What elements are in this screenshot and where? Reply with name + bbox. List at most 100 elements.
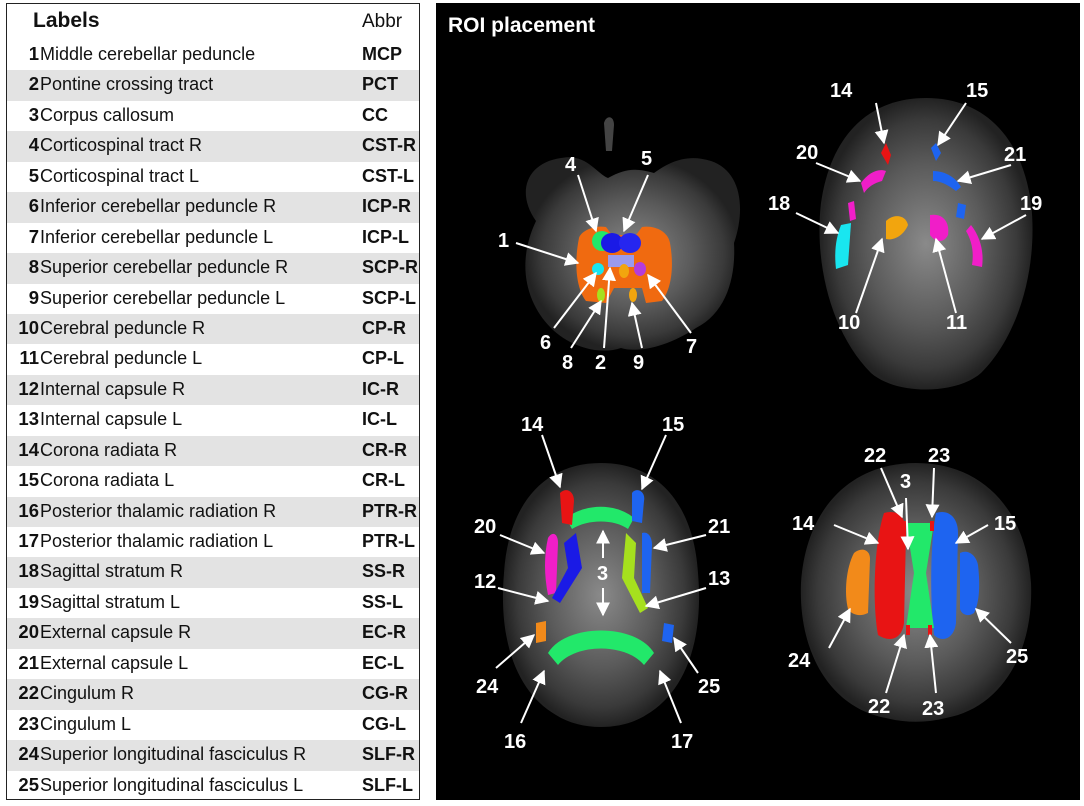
header-abbr: Abbr xyxy=(362,11,403,32)
row-number: 4 xyxy=(28,134,39,156)
callout-25b: 25 xyxy=(1006,646,1028,668)
row-abbr: ICP-R xyxy=(362,196,411,217)
row-number: 22 xyxy=(18,682,39,704)
row-abbr: PTR-R xyxy=(362,500,417,521)
row-abbr: CST-L xyxy=(362,165,414,186)
row-label: Corona radiata L xyxy=(40,470,175,491)
row-abbr: CR-R xyxy=(362,439,407,460)
row-label: Superior cerebellar peduncle L xyxy=(40,287,286,308)
row-label: Cingulum L xyxy=(40,713,132,734)
row-abbr: SCP-R xyxy=(362,257,419,278)
row-number: 19 xyxy=(18,590,39,612)
callout-15c: 15 xyxy=(994,513,1016,535)
callout-8: 8 xyxy=(562,352,573,374)
roi-ec-l xyxy=(933,171,961,191)
callout-18: 18 xyxy=(768,193,790,215)
row-label: Superior longitudinal fasciculus R xyxy=(40,744,307,765)
table-header: Labels Abbr xyxy=(7,4,419,40)
row-number: 12 xyxy=(18,377,39,399)
callout-13: 13 xyxy=(708,568,730,590)
roi-ss-r xyxy=(835,223,851,269)
row-label: Cerebral peduncle L xyxy=(40,348,203,369)
row-number: 2 xyxy=(28,73,39,95)
row-number: 1 xyxy=(28,43,39,64)
row-abbr: IC-R xyxy=(362,378,399,399)
brain-fragment xyxy=(604,117,614,151)
roi-title: ROI placement xyxy=(448,14,596,37)
roi-ic-r xyxy=(552,533,582,603)
row-abbr: ICP-L xyxy=(362,226,409,247)
row-label: Superior longitudinal fasciculus L xyxy=(40,774,304,795)
roi-cp-r xyxy=(886,216,908,240)
roi-cr-l xyxy=(632,490,645,523)
roi-scp-r xyxy=(597,288,605,302)
callout-24b: 24 xyxy=(788,650,811,672)
row-abbr: PTR-L xyxy=(362,531,415,551)
row-label: Superior cerebellar peduncle R xyxy=(40,257,289,278)
row-label: Corona radiata R xyxy=(40,439,178,460)
row-label: Internal capsule R xyxy=(40,378,186,399)
brain-outline xyxy=(819,98,1033,390)
row-label: Cingulum R xyxy=(40,683,135,704)
callout-14b: 14 xyxy=(521,414,544,436)
callout-19: 19 xyxy=(1020,193,1042,215)
roi-cc-splenium xyxy=(548,630,654,665)
callout-10: 10 xyxy=(838,312,860,334)
row-label: Corticospinal tract L xyxy=(40,165,200,186)
roi-cr-r xyxy=(874,511,906,639)
roi-cg-l-bottom xyxy=(928,625,932,635)
callout-6: 6 xyxy=(540,332,551,354)
row-label: Corpus callosum xyxy=(40,104,175,125)
row-label: Inferior cerebellar peduncle R xyxy=(40,196,277,217)
row-abbr: CG-L xyxy=(362,713,406,734)
row-number: 11 xyxy=(19,347,39,369)
row-number: 10 xyxy=(18,316,39,338)
row-abbr: CR-L xyxy=(362,470,405,491)
callout-3b: 3 xyxy=(900,471,911,493)
row-number: 21 xyxy=(18,651,39,673)
row-label: Posterior thalamic radiation R xyxy=(40,500,277,521)
brain-slice-midbrain xyxy=(819,98,1033,390)
roi-pct xyxy=(608,255,634,267)
callout-20b: 20 xyxy=(474,516,496,538)
roi-slf-l xyxy=(960,551,980,616)
callout-24: 24 xyxy=(476,676,499,698)
roi-cr-l xyxy=(931,511,958,639)
row-number: 24 xyxy=(18,743,39,765)
row-label: Internal capsule L xyxy=(40,409,183,430)
row-number: 6 xyxy=(28,195,39,217)
roi-ec-r xyxy=(861,170,886,193)
callout-5: 5 xyxy=(641,148,652,170)
header-labels: Labels xyxy=(33,9,100,32)
row-abbr: CC xyxy=(362,104,388,125)
callout-4: 4 xyxy=(565,154,577,176)
roi-icp-l xyxy=(634,262,646,276)
row-abbr: SCP-L xyxy=(362,287,416,308)
row-number: 25 xyxy=(18,773,39,795)
row-label: Cerebral peduncle R xyxy=(40,317,206,338)
roi-cr-l xyxy=(931,143,941,161)
row-number: 23 xyxy=(18,712,39,734)
callout-1: 1 xyxy=(498,230,509,252)
roi-ss-l-upper xyxy=(956,203,966,219)
roi-slf-r xyxy=(536,621,546,643)
roi-cg-l-top xyxy=(930,521,934,531)
row-abbr: IC-L xyxy=(362,409,397,430)
callout-9: 9 xyxy=(633,352,644,374)
callout-22: 22 xyxy=(864,445,886,467)
roi-ec-r xyxy=(545,533,558,595)
